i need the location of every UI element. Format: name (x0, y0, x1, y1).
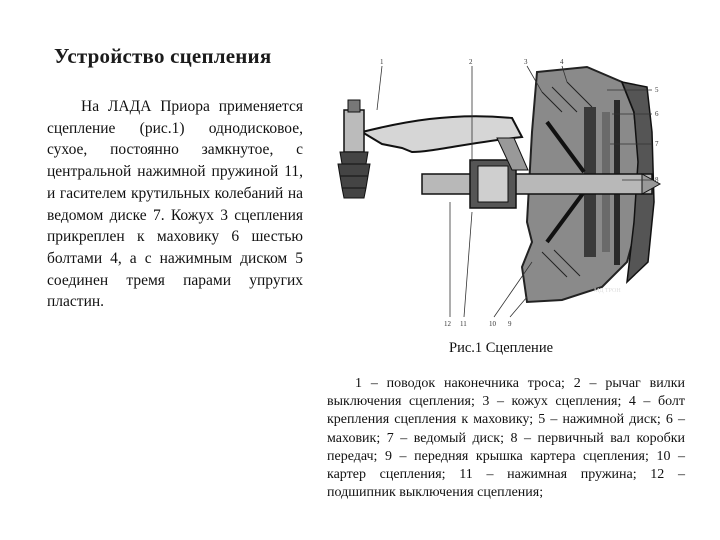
body-text: На ЛАДА Приора применяется сцепление (ри… (47, 98, 303, 311)
callout-4: 4 (560, 58, 564, 66)
callout-6: 6 (655, 110, 659, 118)
cable-end (343, 109, 365, 153)
callout-2: 2 (469, 58, 473, 66)
callout-10: 10 (489, 320, 497, 328)
callout-8: 8 (655, 176, 659, 184)
figure-legend: 1 – поводок наконечника троса; 2 – рычаг… (327, 375, 685, 502)
callout-12: 12 (444, 320, 452, 328)
body-paragraph: На ЛАДА Приора применяется сцепление (ри… (47, 96, 303, 313)
clutch-drawing: 1 2 3 4 5 6 7 8 12 11 10 9 МД ТРОН (337, 58, 662, 328)
callout-9: 9 (508, 320, 512, 328)
pressure-spring (545, 120, 586, 244)
figure-caption: Рис.1 Сцепление (449, 340, 554, 356)
cable-boot (337, 151, 371, 199)
callout-7: 7 (655, 140, 659, 148)
callout-5: 5 (655, 86, 659, 94)
callout-3: 3 (524, 58, 528, 66)
clutch-diagram: 1 2 3 4 5 6 7 8 12 11 10 9 МД ТРОН (322, 52, 664, 332)
callout-11: 11 (460, 320, 467, 328)
legend-text: 1 – поводок наконечника троса; 2 – рычаг… (327, 376, 685, 501)
callout-1: 1 (380, 58, 384, 66)
diagram-watermark: МД ТРОН (594, 288, 621, 294)
release-fork (359, 115, 524, 154)
input-shaft (421, 173, 653, 195)
page-title: Устройство сцепления (54, 44, 272, 68)
